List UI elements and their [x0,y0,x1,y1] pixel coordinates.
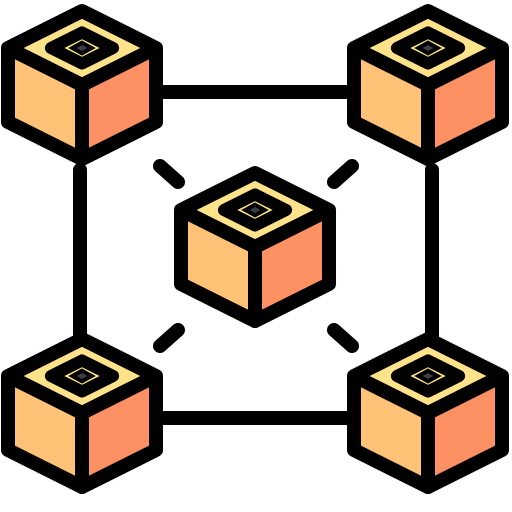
center-rays [153,159,359,353]
blocks-group [1,4,509,494]
block-outline [1,4,163,166]
block-center [174,166,336,328]
block-socket-center [414,368,442,384]
block-outline [174,166,336,328]
block-socket-center [414,40,442,56]
ray-top-left [153,159,185,189]
block-socket-center [68,40,96,56]
block-top-left [1,4,163,166]
block-bottom-left [1,332,163,494]
block-socket-ring [217,188,293,232]
block-outline [347,4,509,166]
block-bottom-right [347,332,509,494]
block-outline [347,332,509,494]
ray-bottom-right [327,323,359,353]
block-outline [1,332,163,494]
block-socket-ring [390,354,466,398]
block-socket-center [68,368,96,384]
block-socket-ring [44,354,120,398]
block-socket-center [241,202,269,218]
block-top-right [347,4,509,166]
ray-top-right [327,159,359,189]
block-socket-ring [44,26,120,70]
connector-lines [73,85,439,425]
ray-bottom-left [153,323,185,353]
block-socket-ring [390,26,466,70]
